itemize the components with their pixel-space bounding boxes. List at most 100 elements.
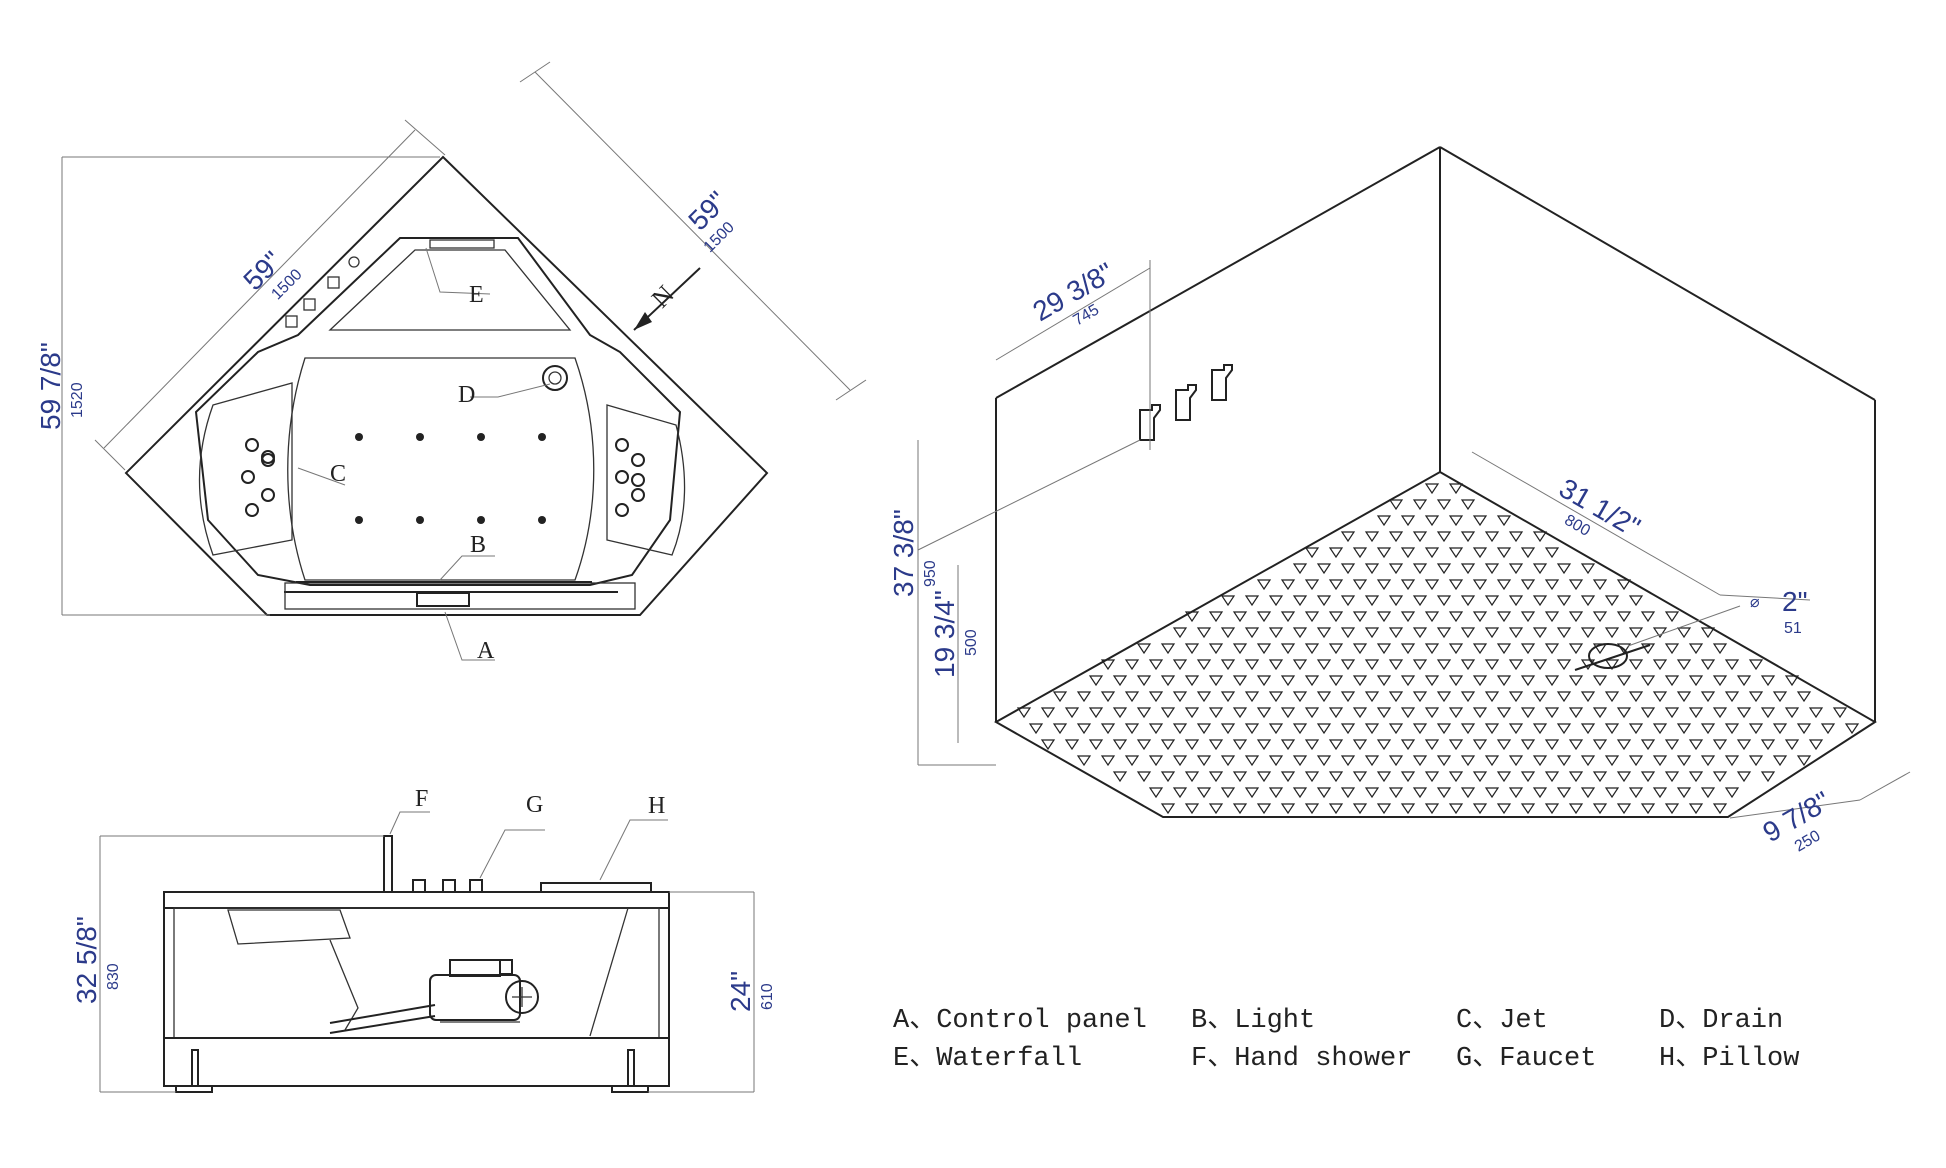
hatch-mark <box>1340 531 1356 543</box>
hatch-mark <box>1364 787 1380 799</box>
hatch-mark <box>1808 739 1824 751</box>
hatch-mark <box>1688 707 1704 719</box>
hatch-mark <box>1376 739 1392 751</box>
legend-item-f: F、Hand shower <box>1191 1044 1413 1074</box>
control-knob <box>348 256 360 268</box>
hatch-mark <box>1412 627 1428 639</box>
hatch-mark <box>1232 675 1248 687</box>
hatch-mark <box>1352 739 1368 751</box>
hatch-mark <box>1352 611 1368 623</box>
hatch-mark <box>1352 547 1368 559</box>
hatch-mark <box>1700 755 1716 767</box>
waterfall <box>429 239 495 249</box>
hatch-mark <box>1412 499 1428 511</box>
hatch-mark <box>1328 707 1344 719</box>
hatch-mark <box>1460 499 1476 511</box>
hatch-mark <box>1784 739 1800 751</box>
hatch-mark <box>1124 723 1140 735</box>
hatch-mark <box>1664 739 1680 751</box>
legend-item-h: H、Pillow <box>1659 1044 1800 1074</box>
hatch-mark <box>1652 659 1668 671</box>
dim-tick <box>835 379 867 401</box>
hatch-mark <box>1460 563 1476 575</box>
hatch-mark <box>1436 723 1452 735</box>
hatch-mark <box>1520 643 1536 655</box>
hatch-mark <box>1316 627 1332 639</box>
dim-ext <box>917 439 1141 551</box>
hatch-mark <box>1424 707 1440 719</box>
hatch-mark <box>1220 691 1236 703</box>
hatch-mark <box>1244 723 1260 735</box>
hatch-mark <box>1304 547 1320 559</box>
hatch-mark <box>1328 771 1344 783</box>
hatch-mark <box>1184 611 1200 623</box>
callout-e: E <box>469 282 484 308</box>
hatch-mark <box>1412 563 1428 575</box>
hatch-mark <box>1220 787 1236 799</box>
hatch-mark <box>1256 643 1272 655</box>
hatch-mark <box>1748 659 1764 671</box>
hatch-mark <box>1364 627 1380 639</box>
hatch-mark <box>1664 675 1680 687</box>
floor-footprint <box>993 470 1877 818</box>
hatch-mark <box>1628 691 1644 703</box>
dim-wall-height-in: 37 3/8" <box>888 509 919 597</box>
hatch-mark <box>1340 755 1356 767</box>
hatch-mark <box>1436 787 1452 799</box>
side-jet <box>261 488 275 502</box>
hatch-mark <box>1352 771 1368 783</box>
floor-jet <box>416 516 424 524</box>
hatch-mark <box>1580 723 1596 735</box>
hatch-mark <box>1232 739 1248 751</box>
hatch-mark <box>1400 675 1416 687</box>
dim-depth-mm: 1520 <box>69 382 86 418</box>
hatch-mark <box>1592 803 1608 815</box>
hatch-mark <box>1388 723 1404 735</box>
hatch-mark <box>1472 803 1488 815</box>
hatch-mark <box>1376 803 1392 815</box>
hatch-mark <box>1364 723 1380 735</box>
callout-leader-h <box>599 819 668 881</box>
hatch-mark <box>1352 707 1368 719</box>
hatch-mark <box>1772 755 1788 767</box>
hatch-mark <box>1544 803 1560 815</box>
hatch-mark <box>1604 595 1620 607</box>
hatch-mark <box>1424 675 1440 687</box>
hatch-mark <box>1628 659 1644 671</box>
hatch-mark <box>1172 723 1188 735</box>
hatch-mark <box>1604 755 1620 767</box>
side-jet <box>245 503 259 517</box>
legend-item-c: C、Jet <box>1456 1006 1548 1036</box>
floor-jet <box>477 516 485 524</box>
hatch-mark <box>1172 691 1188 703</box>
hatch-mark <box>1484 531 1500 543</box>
side-jet <box>615 470 629 484</box>
basin-floor <box>287 357 595 581</box>
hatch-mark <box>1376 547 1392 559</box>
hatch-mark <box>1448 547 1464 559</box>
dim-height-mm: 830 <box>105 963 122 990</box>
dim-low-mm: 500 <box>963 629 980 656</box>
hatch-mark <box>1520 611 1536 623</box>
hatch-mark <box>1316 755 1332 767</box>
hatch-mark <box>1148 755 1164 767</box>
hatch-mark <box>1520 771 1536 783</box>
hatch-mark <box>1436 563 1452 575</box>
tub-outline <box>124 155 769 616</box>
hatch-mark <box>1328 579 1344 591</box>
floor-jet <box>538 433 546 441</box>
dim-tick <box>519 61 551 83</box>
hatch-mark <box>1292 691 1308 703</box>
hatch-mark <box>1196 787 1212 799</box>
hatch-mark <box>1448 611 1464 623</box>
hatch-mark <box>1460 691 1476 703</box>
hatch-mark <box>1268 627 1284 639</box>
hatch-mark <box>1316 723 1332 735</box>
tub-rim <box>163 891 670 909</box>
hatch-mark <box>1328 675 1344 687</box>
hatch-mark <box>1688 739 1704 751</box>
hatch-mark <box>1568 771 1584 783</box>
floor-jet <box>355 433 363 441</box>
hatch-mark <box>1436 595 1452 607</box>
hatch-mark <box>1484 787 1500 799</box>
